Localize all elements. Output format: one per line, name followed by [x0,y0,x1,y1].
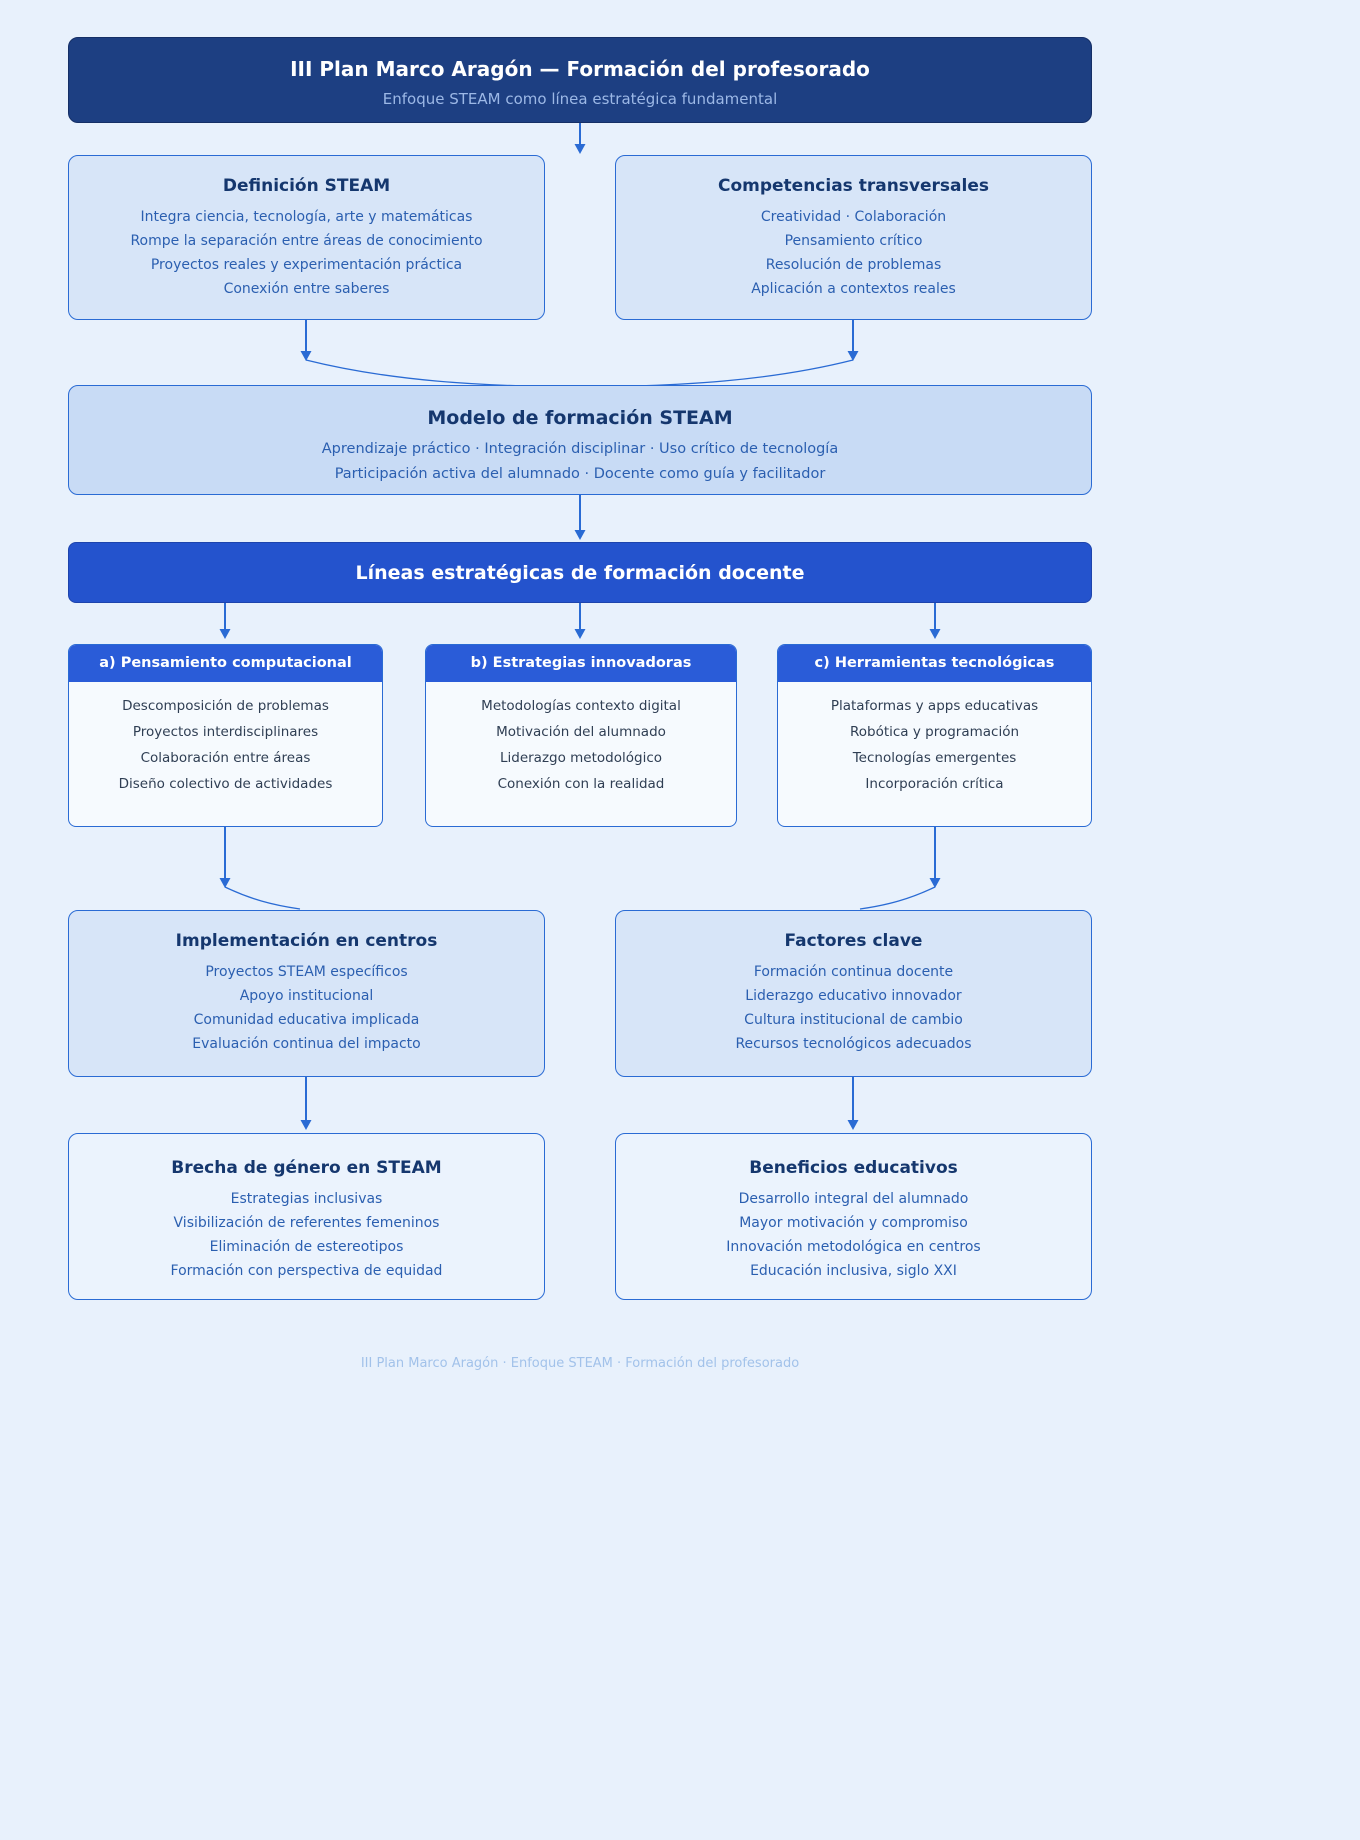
node-line: Apoyo institucional [239,988,374,1004]
node-line: Motivación del alumnado [496,724,666,740]
column-body: Plataformas y apps educativas Robótica y… [778,682,1091,797]
node-title: Competencias transversales [717,176,989,196]
column-header: b) Estrategias innovadoras [426,645,736,682]
node-brecha-genero: Brecha de género en STEAM Estrategias in… [68,1133,545,1300]
node-line: Proyectos reales y experimentación práct… [150,257,463,273]
node-line: Resolución de problemas [765,257,942,273]
node-line: Proyectos interdisciplinares [132,724,319,740]
node-line: Formación con perspectiva de equidad [170,1263,443,1279]
node-line: Plataformas y apps educativas [830,698,1039,714]
node-lines: Aprendizaje práctico · Integración disci… [69,437,1091,487]
node-line: Conexión entre saberes [223,281,390,297]
column-header: c) Herramientas tecnológicas [778,645,1091,682]
node-lines: Estrategias inclusivas Visibilización de… [69,1187,544,1283]
node-line: Mayor motivación y compromiso [739,1215,968,1231]
node-lines: Integra ciencia, tecnología, arte y mate… [69,205,544,301]
node-line: Tecnologías emergentes [852,750,1017,766]
node-lines: Formación continua docente Liderazgo edu… [616,960,1091,1056]
node-line: Estrategias inclusivas [230,1191,383,1207]
node-line: Desarrollo integral del alumnado [738,1191,969,1207]
node-beneficios-educativos: Beneficios educativos Desarrollo integra… [615,1133,1092,1300]
node-line: Proyectos STEAM específicos [205,964,408,980]
node-lines: Desarrollo integral del alumnado Mayor m… [616,1187,1091,1283]
node-line: Formación continua docente [753,964,954,980]
node-estrategias-innovadoras: b) Estrategias innovadoras Metodologías … [425,644,737,827]
column-body: Metodologías contexto digital Motivación… [426,682,736,797]
node-line: Aplicación a contextos reales [751,281,956,297]
node-line: Metodologías contexto digital [481,698,681,714]
node-line: Eliminación de estereotipos [209,1239,404,1255]
node-lines: Creatividad · Colaboración Pensamiento c… [616,205,1091,301]
node-implementacion-centros: Implementación en centros Proyectos STEA… [68,910,545,1077]
diagram-subtitle: Enfoque STEAM como línea estratégica fun… [382,90,778,108]
node-line: Evaluación continua del impacto [192,1036,421,1052]
title-node: III Plan Marco Aragón — Formación del pr… [68,37,1092,123]
node-competencias: Competencias transversales Creatividad ·… [615,155,1092,320]
footer-caption: III Plan Marco Aragón · Enfoque STEAM · … [360,1356,800,1371]
node-line: Robótica y programación [849,724,1020,740]
node-line: Recursos tecnológicos adecuados [735,1036,972,1052]
node-title: Líneas estratégicas de formación docente [355,561,805,584]
node-line: Liderazgo metodológico [499,750,663,766]
node-definicion-steam: Definición STEAM Integra ciencia, tecnol… [68,155,545,320]
node-line: Rompe la separación entre áreas de conoc… [130,233,483,249]
node-line: Comunidad educativa implicada [193,1012,420,1028]
node-line: Incorporación crítica [865,776,1004,792]
node-title: Modelo de formación STEAM [427,407,733,429]
node-line: Educación inclusiva, siglo XXI [750,1263,957,1279]
node-herramientas-tecnologicas: c) Herramientas tecnológicas Plataformas… [777,644,1092,827]
node-pensamiento-computacional: a) Pensamiento computacional Descomposic… [68,644,383,827]
node-line: Colaboración entre áreas [140,750,311,766]
node-modelo-formacion: Modelo de formación STEAM Aprendizaje pr… [68,385,1092,495]
node-title: Brecha de género en STEAM [171,1158,442,1178]
node-line: Integra ciencia, tecnología, arte y mate… [140,209,473,225]
node-title: Definición STEAM [222,176,391,196]
column-body: Descomposición de problemas Proyectos in… [69,682,382,797]
column-header: a) Pensamiento computacional [69,645,382,682]
diagram-title: III Plan Marco Aragón — Formación del pr… [290,57,870,81]
node-lines: Proyectos STEAM específicos Apoyo instit… [69,960,544,1056]
node-factores-clave: Factores clave Formación continua docent… [615,910,1092,1077]
node-lineas-estrategicas: Líneas estratégicas de formación docente [68,542,1092,603]
node-line: Visibilización de referentes femeninos [173,1215,440,1231]
node-line: Aprendizaje práctico · Integración disci… [321,441,839,457]
node-title: Beneficios educativos [749,1158,958,1178]
node-line: Descomposición de problemas [122,698,329,714]
node-line: Diseño colectivo de actividades [118,776,333,792]
node-title: Factores clave [784,931,923,951]
node-title: Implementación en centros [175,931,438,951]
node-line: Cultura institucional de cambio [744,1012,963,1028]
node-line: Participación activa del alumnado · Doce… [334,466,826,482]
node-line: Creatividad · Colaboración [760,209,947,225]
node-line: Pensamiento crítico [784,233,923,249]
node-line: Conexión con la realidad [497,776,665,792]
node-line: Liderazgo educativo innovador [745,988,962,1004]
node-line: Innovación metodológica en centros [726,1239,981,1255]
